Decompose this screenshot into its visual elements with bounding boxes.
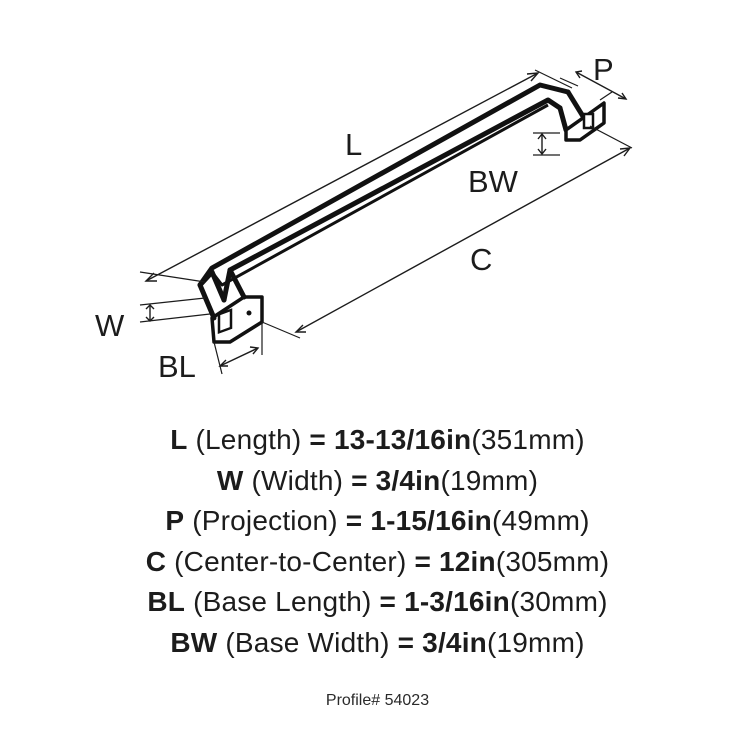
label-C: C	[470, 242, 492, 277]
spec-value: 1-15/16in	[370, 505, 492, 536]
specifications-list: L (Length) = 13-13/16in(351mm) W (Width)…	[0, 420, 755, 663]
spec-width: W (Width) = 3/4in(19mm)	[0, 461, 755, 502]
dimension-P: P	[559, 52, 628, 101]
dimension-BL: BL	[158, 322, 263, 384]
label-BL: BL	[158, 349, 196, 384]
spec-metric: (19mm)	[440, 464, 539, 496]
profile-number: Profile# 54023	[325, 692, 430, 709]
spec-value: 13-13/16in	[333, 424, 472, 455]
spec-metric: (30mm)	[509, 586, 608, 617]
spec-eq: =	[309, 424, 326, 455]
spec-abbr: P	[165, 505, 185, 536]
spec-eq: =	[379, 586, 397, 617]
spec-metric: (351mm)	[471, 424, 585, 455]
spec-abbr: BW	[170, 626, 218, 658]
spec-value: 3/4in	[422, 626, 487, 658]
label-W: W	[95, 308, 125, 343]
spec-metric: (305mm)	[495, 545, 610, 577]
spec-name: (Width)	[251, 464, 344, 496]
spec-name: (Base Width)	[225, 626, 390, 658]
spec-base-length: BL (Base Length) = 1-3/16in(30mm)	[0, 582, 755, 623]
dimension-BW: BW	[468, 132, 560, 199]
spec-value: 1-3/16in	[404, 586, 510, 617]
spec-length: L (Length) = 13-13/16in(351mm)	[0, 420, 755, 461]
spec-center-to-center: C (Center-to-Center) = 12in(305mm)	[0, 542, 755, 583]
spec-name: (Projection)	[192, 505, 338, 536]
spec-eq: =	[414, 545, 432, 577]
spec-abbr: L	[170, 424, 188, 455]
spec-metric: (49mm)	[491, 505, 590, 536]
spec-name: (Length)	[195, 424, 302, 455]
handle-drawing	[197, 82, 606, 344]
spec-eq: =	[345, 505, 363, 536]
spec-eq: =	[397, 626, 415, 658]
handle-dimension-diagram: L P BW C W	[95, 52, 633, 384]
spec-projection: P (Projection) = 1-15/16in(49mm)	[0, 501, 755, 542]
label-P: P	[593, 52, 614, 87]
label-L: L	[345, 127, 362, 162]
spec-value: 3/4in	[375, 464, 441, 496]
spec-abbr: C	[145, 545, 167, 577]
spec-metric: (19mm)	[486, 626, 585, 658]
spec-abbr: W	[216, 464, 244, 496]
spec-abbr: BL	[147, 586, 186, 617]
spec-eq: =	[351, 464, 368, 496]
dimension-L: L	[139, 69, 573, 283]
spec-name: (Center-to-Center)	[174, 545, 407, 577]
dimension-C: C	[261, 125, 633, 339]
spec-value: 12in	[439, 545, 496, 577]
dimension-W: W	[95, 297, 211, 343]
label-BW: BW	[468, 164, 519, 199]
spec-name: (Base Length)	[193, 586, 372, 617]
spec-base-width: BW (Base Width) = 3/4in(19mm)	[0, 623, 755, 664]
